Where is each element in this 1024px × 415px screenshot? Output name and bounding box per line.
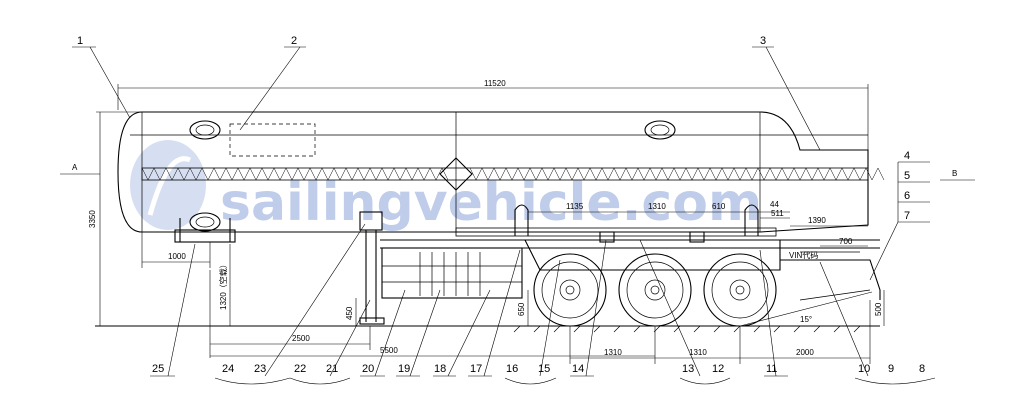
view-a-label: A: [72, 163, 78, 172]
dim-5500: 5500: [380, 346, 398, 355]
kingpin-plate: [174, 229, 236, 243]
wheel-3: [703, 253, 777, 327]
dim-axle-1310-b: 1310: [689, 348, 707, 357]
dim-1135: 1135: [566, 202, 584, 211]
vin-plate-text: VIN代码: [789, 250, 818, 260]
callout-5: 5: [904, 170, 910, 182]
callout-21: 21: [326, 363, 338, 375]
callout-8: 8: [919, 363, 925, 375]
dim-2500: 2500: [292, 334, 310, 343]
dim-kingpin-offset: 1000: [168, 252, 186, 261]
pump-cabinet: [381, 247, 523, 299]
callout-11: 11: [766, 363, 777, 375]
callout-7: 7: [904, 210, 910, 222]
view-b-label: B: [952, 169, 957, 178]
callout-20: 20: [362, 363, 374, 375]
dim-landing-gear-height: 1320（空载）: [218, 260, 228, 310]
wheels: [533, 253, 777, 327]
outlet-valve-icon: [189, 212, 221, 232]
hazard-diamond-icon: [439, 157, 473, 191]
dim-height: 3350: [88, 210, 97, 228]
manhole-icon: [189, 120, 221, 140]
nameplate-area: [229, 123, 316, 157]
callout-1: 1: [77, 35, 83, 47]
callout-16: 16: [506, 363, 518, 375]
callout-14: 14: [572, 363, 584, 375]
dim-610: 610: [712, 202, 726, 211]
dimensions: 11520 3350 A B 1000 1320（空载） 2500 5500 4…: [60, 79, 975, 364]
callout-6: 6: [904, 190, 910, 202]
wheel-2: [618, 253, 692, 327]
dim-rear-500: 500: [874, 302, 883, 316]
landing-gear-foot: [359, 317, 385, 325]
callouts: 1 2 3 4 5 6 7 25 24 23 22 21 20 1: [72, 35, 936, 385]
callout-23: 23: [254, 363, 266, 375]
callout-4: 4: [904, 150, 910, 162]
manhole-icon: [644, 120, 676, 140]
dim-axle-1310-a: 1310: [604, 348, 622, 357]
dim-700: 700: [839, 237, 853, 246]
callout-12: 12: [712, 363, 724, 375]
dim-511: 511: [771, 209, 784, 218]
dim-650: 650: [517, 302, 526, 316]
watermark: sailingvehicle.com: [130, 140, 762, 233]
callout-3: 3: [760, 35, 766, 47]
dim-overall-length: 11520: [484, 79, 506, 88]
dim-departure-angle: 15°: [800, 315, 812, 324]
callout-10: 10: [858, 363, 870, 375]
callout-18: 18: [434, 363, 446, 375]
dim-44: 44: [770, 200, 779, 209]
chassis: VIN代码: [174, 211, 881, 325]
dim-1390: 1390: [808, 216, 826, 225]
landing-gear-crank-box: [359, 211, 383, 231]
dim-rear-2000: 2000: [796, 348, 814, 357]
dim-1310-top: 1310: [648, 202, 666, 211]
watermark-logo-icon: [130, 140, 206, 230]
callout-2: 2: [291, 35, 297, 47]
callout-9: 9: [888, 363, 894, 375]
callout-24: 24: [222, 363, 234, 375]
dim-450: 450: [345, 306, 354, 320]
callout-stack-right: 4 5 6 7: [869, 150, 930, 281]
callout-19: 19: [398, 363, 410, 375]
tank: [117, 111, 885, 237]
callout-22: 22: [294, 363, 306, 375]
callout-13: 13: [682, 363, 694, 375]
watermark-text: sailingvehicle.com: [220, 173, 762, 233]
callout-15: 15: [538, 363, 550, 375]
callout-25: 25: [152, 363, 164, 375]
callout-17: 17: [470, 363, 482, 375]
